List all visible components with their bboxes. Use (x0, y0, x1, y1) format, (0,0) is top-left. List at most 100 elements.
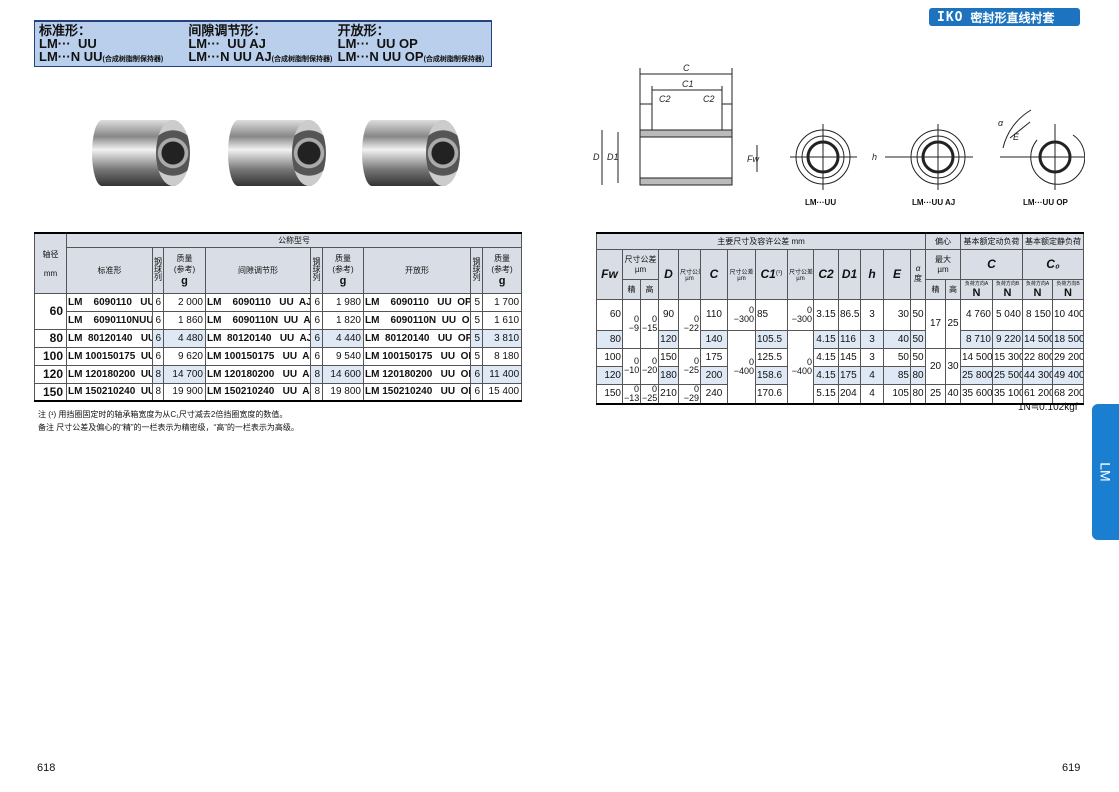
type-model: LM···N UU OP (337, 49, 424, 64)
c1-value: 170.6 (755, 383, 788, 404)
header-static-load: 基本额定静负荷 (1022, 232, 1084, 250)
stat-load-b: 29 200 (1052, 347, 1084, 367)
header-c1: C1(¹) (755, 248, 788, 300)
ball-rows: 8 (310, 382, 323, 402)
d-value: 90 (658, 298, 679, 331)
label-c2: C2 (659, 94, 671, 104)
header-clearance: 间隙调节形 (205, 246, 311, 294)
header-fw: Fw (596, 248, 623, 300)
dyn-load-a: 35 600 (960, 383, 993, 404)
model-standard: LM 80120140 UU (66, 328, 153, 348)
stat-load-a: 44 300 (1022, 365, 1053, 385)
caption-uu-op: LM···UU OP (1023, 198, 1068, 207)
stat-load-a: 61 200 (1022, 383, 1053, 404)
shaft-diameter: 120 (34, 364, 67, 384)
ball-rows: 6 (310, 328, 323, 348)
c1-value: 125.5 (755, 347, 788, 367)
mass: 8 180 (481, 346, 523, 366)
header-h: h (860, 248, 884, 300)
model-open: LM 80120140 UU OP (363, 328, 471, 348)
header-balls: 钢球列 (310, 246, 323, 294)
e-value: 50 (883, 347, 911, 367)
c-value: 200 (700, 365, 728, 385)
c1-tol: 0−400 (787, 329, 814, 404)
c-tol: 0−400 (727, 329, 756, 404)
label-d1: D1 (607, 152, 619, 162)
c1-value: 85 (755, 298, 788, 331)
c-tol: 0−300 (727, 298, 756, 331)
fw-tol-high: 0−20 (640, 347, 659, 385)
ball-rows: 5 (470, 292, 483, 311)
ball-rows: 8 (152, 382, 164, 402)
type-model: LM···N UU AJ (188, 49, 272, 64)
section-tab-lm[interactable]: LM (1092, 404, 1119, 540)
stat-load-b: 68 200 (1052, 383, 1084, 404)
ball-rows: 6 (470, 364, 483, 384)
header-main-dims: 主要尺寸及容许公差 mm (596, 232, 926, 250)
model-clearance: LM 120180200 UU AJ (205, 364, 311, 384)
clearance-bushing-photo (228, 120, 326, 186)
ball-rows: 6 (310, 310, 323, 330)
fw-value: 120 (596, 365, 623, 385)
standard-bushing-photo (92, 120, 190, 186)
mass: 4 480 (163, 328, 206, 348)
fw-value: 60 (596, 298, 623, 331)
stat-load-a: 8 150 (1022, 298, 1053, 331)
label-c2b: C2 (703, 94, 715, 104)
c1-tol: 0−300 (787, 298, 814, 331)
dyn-load-b: 15 300 (992, 347, 1023, 367)
dimension-drawings: C C1 C2 C2 D D1 Fw h E α (593, 63, 1085, 190)
label-fw: Fw (747, 154, 759, 164)
c-value: 110 (700, 298, 728, 331)
footnotes: 注 (¹) 用挡圈固定时的轴承箱宽度为从C₁尺寸减去2倍挡圈宽度的数值。 备注 … (38, 408, 299, 434)
d-value: 150 (658, 347, 679, 367)
h-value: 4 (860, 365, 884, 385)
fw-tol-precision: 0−10 (622, 347, 641, 385)
model-open: LM 120180200 UU OP (363, 364, 471, 384)
d-value: 210 (658, 383, 679, 404)
stat-load-a: 14 500 (1022, 329, 1053, 349)
header-eccentricity: 偏心 (925, 232, 961, 250)
c-value: 140 (700, 329, 728, 349)
header-prec: 精 (622, 278, 641, 300)
h-value: 3 (860, 347, 884, 367)
ball-rows: 6 (310, 346, 323, 366)
d-tol: 0−22 (678, 298, 701, 349)
mass: 19 800 (322, 382, 364, 402)
mass: 3 810 (481, 328, 523, 348)
label-alpha: α (998, 118, 1004, 128)
type-note: (合成树脂制保持器) (423, 56, 485, 63)
dyn-load-b: 9 220 (992, 329, 1023, 349)
d1-value: 145 (838, 347, 861, 367)
ecc-high: 40 (945, 383, 961, 404)
label-h: h (872, 152, 877, 162)
d-value: 120 (658, 329, 679, 349)
label-d: D (593, 152, 600, 162)
model-standard: LM 150210240 UU (66, 382, 153, 402)
header-c0-stat: C₀ (1022, 248, 1084, 280)
alpha-value: 80 (910, 365, 926, 385)
c1-value: 158.6 (755, 365, 788, 385)
d1-value: 86.5 (838, 298, 861, 331)
ecc-high: 25 (945, 298, 961, 349)
mass: 19 900 (163, 382, 206, 402)
mass: 14 600 (322, 364, 364, 384)
open-bushing-photo (362, 120, 460, 186)
fw-value: 100 (596, 347, 623, 367)
h-value: 3 (860, 298, 884, 331)
header-balls: 钢球列 (152, 246, 164, 294)
mass: 11 400 (481, 364, 523, 384)
header-d1: D1 (838, 248, 861, 300)
d-tol: 0−29 (678, 383, 701, 404)
